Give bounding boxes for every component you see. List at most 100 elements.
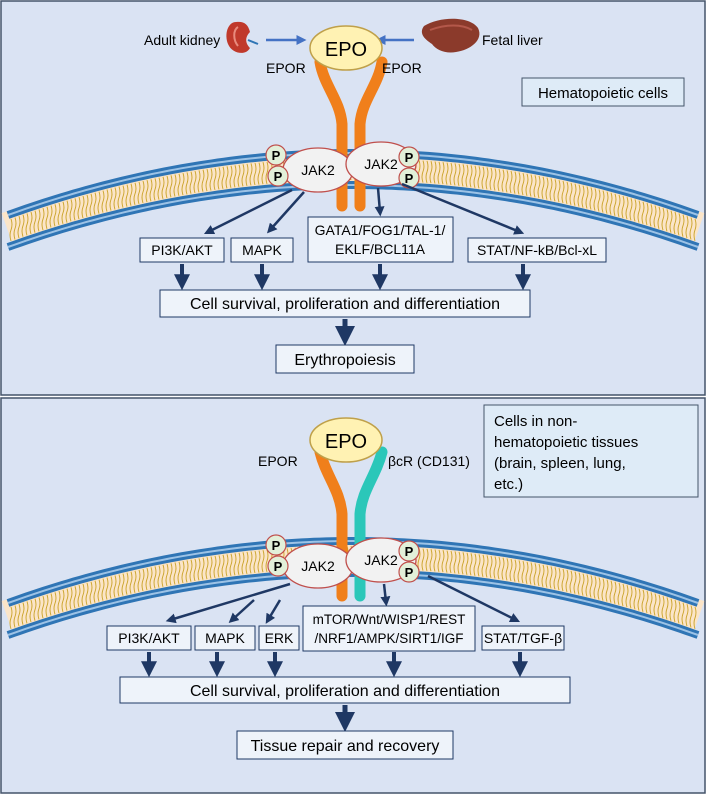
lipid-tail bbox=[545, 565, 549, 588]
lipid-tail bbox=[561, 180, 565, 204]
lipid-tail bbox=[113, 575, 117, 598]
lipid-tail bbox=[25, 213, 29, 236]
lipid-tail bbox=[245, 163, 249, 187]
lipid-tail bbox=[9, 606, 13, 630]
membrane-inner-highlight bbox=[7, 184, 699, 248]
top-panel: Adult kidney Fetal liver EPO EPOR EPOR H… bbox=[0, 0, 706, 396]
pathway-label-pi3k-bottom: PI3K/AKT bbox=[118, 630, 180, 646]
lipid-tail bbox=[13, 605, 17, 628]
lipid-tail bbox=[449, 550, 453, 574]
lipid-tail bbox=[169, 563, 173, 586]
lipid-tail bbox=[137, 181, 141, 205]
lipid-tail bbox=[161, 564, 165, 587]
organ-label-fetal-liver: Fetal liver bbox=[482, 32, 543, 48]
arrow-to-pi3k-bottom bbox=[165, 582, 291, 624]
lipid-tail bbox=[665, 209, 669, 232]
pathway-label-stat-bottom: STAT/TGF-β bbox=[484, 630, 562, 646]
lipid-tail bbox=[197, 170, 201, 193]
pathway-label-gata-line2: EKLF/BCL11A bbox=[335, 241, 426, 257]
lipid-tail bbox=[185, 560, 189, 583]
lipid-tail bbox=[445, 162, 449, 185]
lipid-tail bbox=[513, 559, 517, 582]
lipid-tail bbox=[433, 161, 437, 184]
lipid-tail bbox=[237, 552, 241, 575]
lipid-tail bbox=[605, 191, 609, 214]
lipid-tail bbox=[121, 185, 125, 208]
lipid-tail bbox=[161, 176, 165, 199]
lipid-tail bbox=[21, 214, 25, 237]
lipid-tail bbox=[81, 583, 85, 607]
lipid-tail bbox=[625, 196, 629, 220]
receptor-label-right: EPOR bbox=[382, 60, 422, 76]
lipid-tail bbox=[165, 175, 169, 199]
lipid-tail bbox=[601, 578, 605, 601]
lipid-tail bbox=[49, 593, 53, 616]
lipid-tail bbox=[617, 194, 621, 218]
membrane-outer-highlight bbox=[7, 540, 699, 604]
lipid-tail bbox=[557, 179, 561, 203]
liver-icon bbox=[421, 18, 480, 53]
arrow-to-erk-bottom bbox=[265, 599, 282, 624]
bottom-panel: EPO EPOR βcR (CD131) Cells in non- hemat… bbox=[0, 397, 706, 794]
lipid-tail bbox=[509, 558, 513, 582]
lipid-tail bbox=[101, 578, 105, 601]
lipid-tail bbox=[553, 567, 557, 590]
lipid-tail bbox=[637, 588, 641, 611]
pathway-label-erk-bottom: ERK bbox=[265, 630, 294, 646]
lipid-tail bbox=[505, 170, 509, 193]
lipid-tail bbox=[481, 166, 485, 189]
lipid-tail bbox=[557, 567, 561, 591]
jak2-right-bottom-label: JAK2 bbox=[364, 552, 398, 568]
lipid-tail bbox=[157, 177, 161, 200]
pathway-box-stat-bottom bbox=[481, 625, 565, 651]
lipid-tail bbox=[469, 553, 473, 576]
lipid-tail bbox=[661, 207, 665, 231]
phospho-label-bottom-right-2: P bbox=[405, 565, 414, 580]
lipid-tail bbox=[569, 182, 573, 205]
lipid-tail bbox=[497, 168, 501, 192]
lipid-tail bbox=[73, 586, 77, 609]
lipid-tail bbox=[261, 550, 265, 573]
lipid-tail bbox=[253, 162, 257, 186]
phospho-group-bottom-left: P P bbox=[265, 534, 289, 577]
phospho-group-top-left: P P bbox=[265, 144, 289, 187]
lipid-tail bbox=[493, 556, 497, 579]
lipid-tail bbox=[673, 599, 677, 623]
lipid-tail bbox=[421, 548, 425, 571]
lipid-tail bbox=[33, 598, 37, 621]
lipid-tail bbox=[537, 563, 541, 587]
lipid-tail bbox=[689, 217, 693, 240]
lipid-tail bbox=[17, 215, 21, 239]
lipid-tail bbox=[125, 184, 129, 207]
bcr-receptor bbox=[354, 446, 388, 602]
lipid-tail bbox=[97, 579, 101, 602]
arrow-to-stat-bottom bbox=[427, 574, 521, 623]
lipid-tail bbox=[49, 205, 53, 228]
pathway-label-gata-line1: GATA1/FOG1/TAL-1/ bbox=[315, 222, 446, 238]
lipid-tail bbox=[77, 196, 81, 220]
lipid-tail bbox=[109, 188, 113, 211]
phospho-label-top-left-1: P bbox=[272, 148, 281, 163]
lipid-tail bbox=[81, 195, 85, 219]
receptor-label-epor-bottom: EPOR bbox=[258, 453, 298, 469]
lipid-tail bbox=[17, 603, 21, 627]
phospho-p-top-left-1 bbox=[265, 144, 287, 166]
lipid-tail bbox=[585, 186, 589, 209]
lipid-tail bbox=[53, 204, 57, 227]
pathway-box-pi3k bbox=[139, 237, 225, 263]
lipid-tail bbox=[189, 559, 193, 582]
lipid-tail bbox=[541, 176, 545, 199]
epor-receptor-right bbox=[354, 56, 388, 212]
phospho-label-top-right-2: P bbox=[405, 171, 414, 186]
lipid-tail bbox=[29, 211, 33, 235]
lipid-tail bbox=[577, 184, 581, 207]
lipid-tail bbox=[181, 560, 185, 584]
lipid-tail bbox=[145, 567, 149, 591]
result-label-top: Erythropoiesis bbox=[294, 352, 395, 369]
lipid-tail bbox=[521, 172, 525, 196]
lipid-tail bbox=[693, 218, 697, 242]
lipid-tail bbox=[441, 162, 445, 185]
lipid-tail bbox=[141, 180, 145, 204]
lipid-tail bbox=[485, 555, 489, 578]
pathway-label-stat: STAT/NF-kB/Bcl-xL bbox=[477, 242, 597, 258]
